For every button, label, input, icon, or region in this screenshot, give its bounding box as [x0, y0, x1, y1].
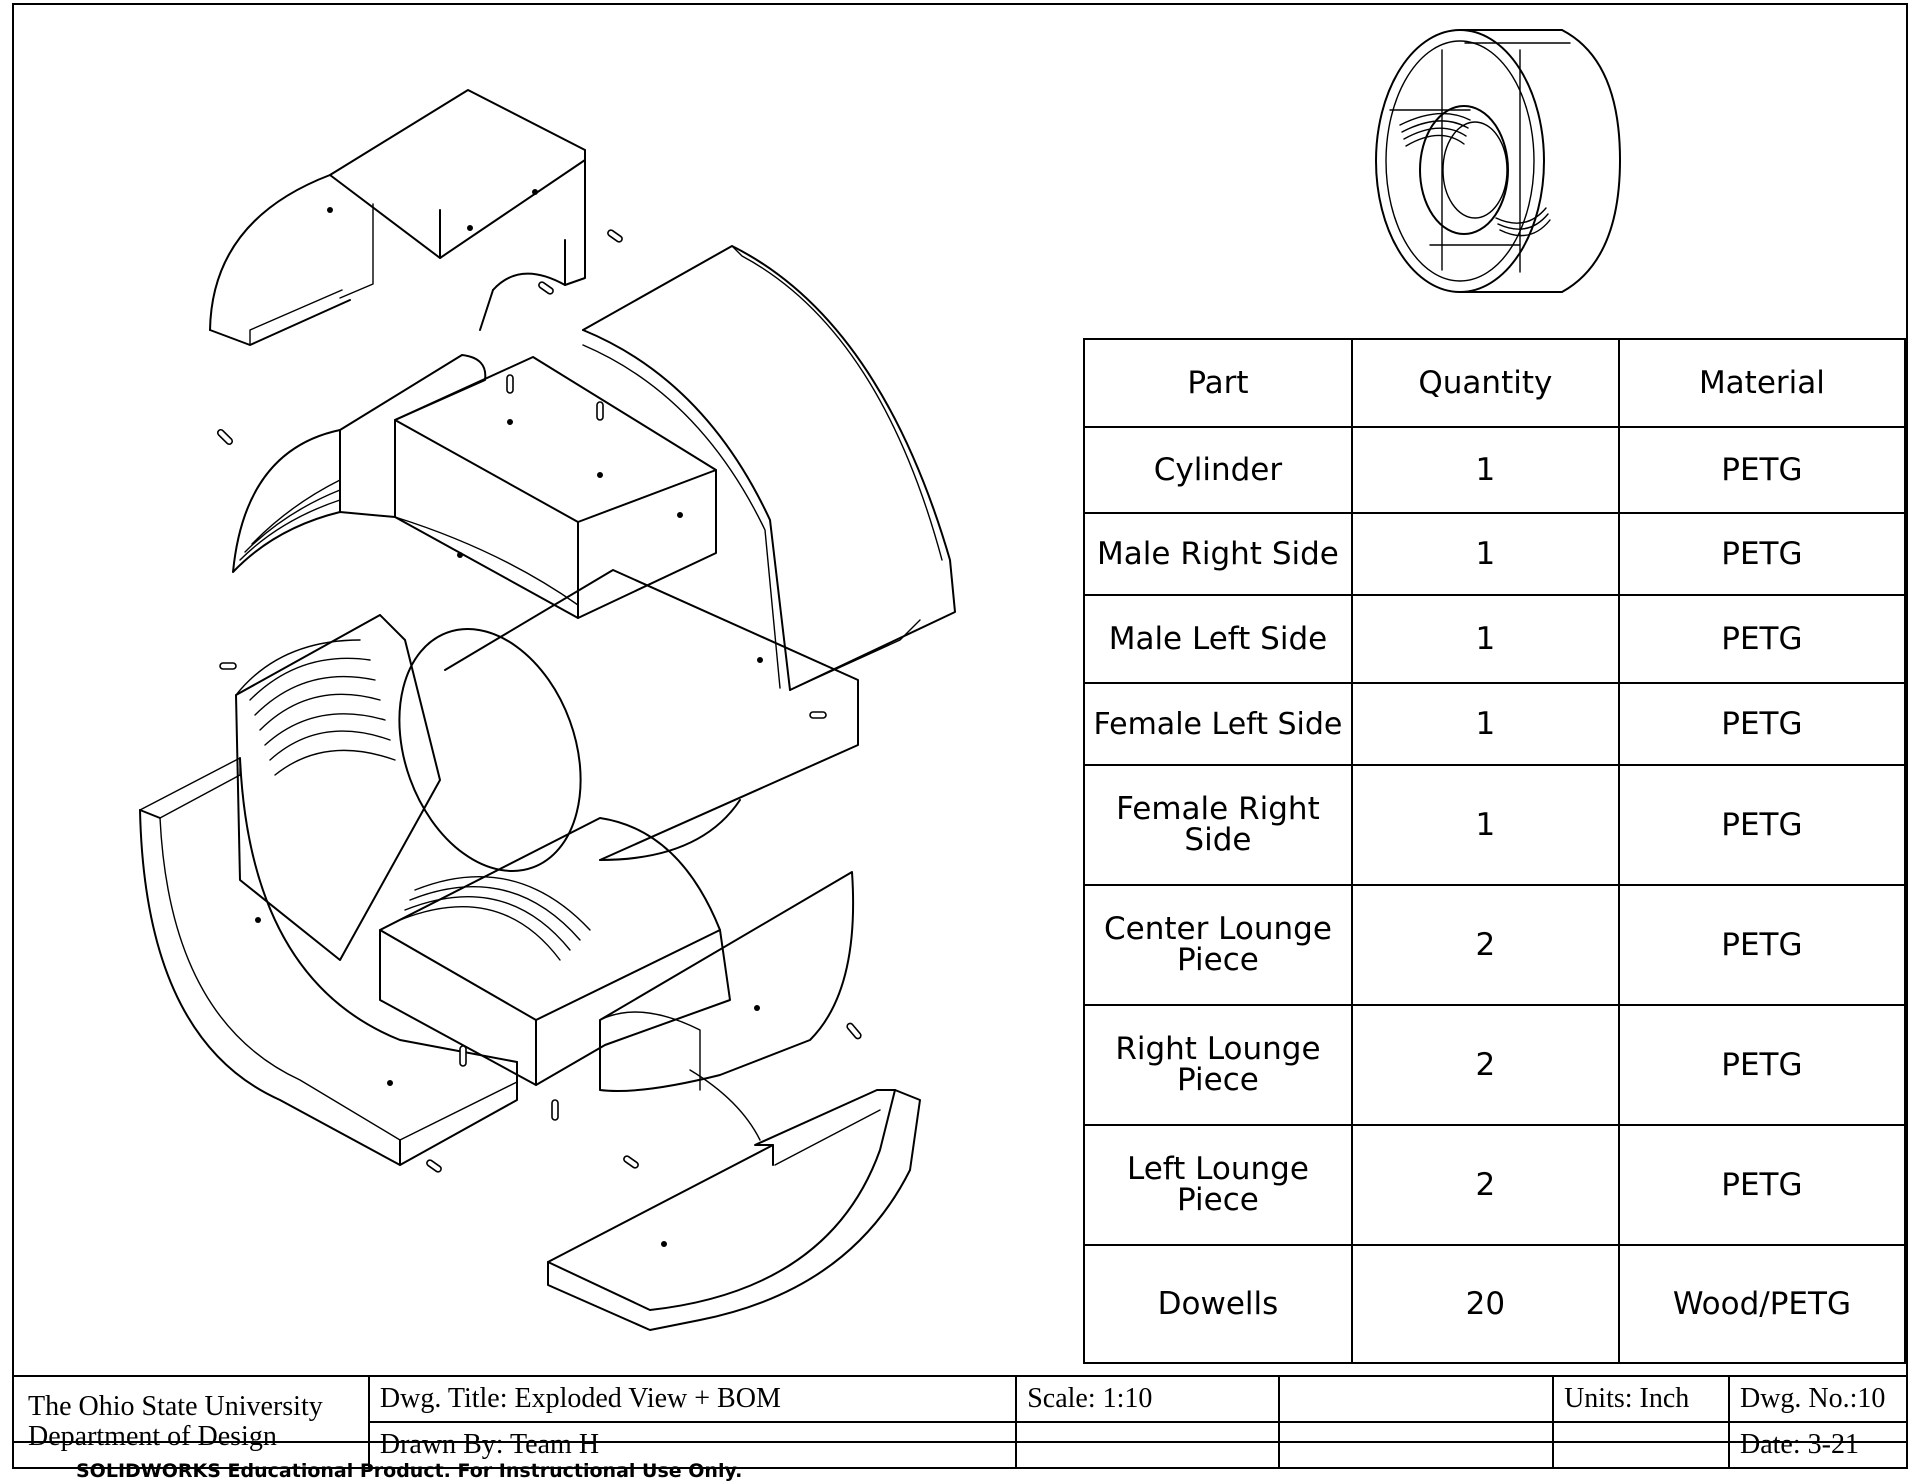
center-lounge-piece — [235, 614, 441, 961]
bom-row: Male Right Side 1 PETG — [1083, 512, 1907, 596]
bom-quantity: 1 — [1350, 594, 1620, 684]
left-side-large-piece — [139, 757, 518, 1166]
central-cylinder — [398, 552, 859, 873]
bom-material: PETG — [1617, 512, 1907, 596]
bom-material: PETG — [1617, 682, 1907, 766]
bom-part: Center Lounge Piece — [1083, 884, 1353, 1006]
bom-part: Male Left Side — [1083, 594, 1353, 684]
bom-row: Cylinder 1 PETG — [1083, 426, 1907, 514]
bom-quantity: 1 — [1350, 764, 1620, 886]
bom-part: Cylinder — [1083, 426, 1353, 514]
bom-header-part: Part — [1083, 338, 1353, 428]
bom-part: Right Lounge Piece — [1083, 1004, 1353, 1126]
bom-part: Female Left Side — [1083, 682, 1353, 766]
bom-table: Part Quantity Material Cylinder 1 PETG M… — [1083, 338, 1907, 1364]
bom-row: Male Left Side 1 PETG — [1083, 594, 1907, 684]
department-name: Department of Design — [28, 1421, 277, 1452]
bom-part: Left Lounge Piece — [1083, 1124, 1353, 1246]
title-block: The Ohio State University Department of … — [12, 1375, 1909, 1469]
drawing-date: Date: 3-21 — [1727, 1421, 1909, 1469]
bom-part: Male Right Side — [1083, 512, 1353, 596]
bom-quantity: 2 — [1350, 1004, 1620, 1126]
assembled-view — [1375, 29, 1621, 293]
title-block-empty-cell — [1015, 1421, 1280, 1469]
bom-row: Center Lounge Piece 2 PETG — [1083, 884, 1907, 1006]
university-name: The Ohio State University — [28, 1391, 323, 1422]
bom-material: PETG — [1617, 884, 1907, 1006]
bom-row: Female Left Side 1 PETG — [1083, 682, 1907, 766]
left-lounge-piece-upper — [232, 354, 487, 573]
bom-row: Right Lounge Piece 2 PETG — [1083, 1004, 1907, 1126]
bom-header-material: Material — [1617, 338, 1907, 428]
bom-material: PETG — [1617, 1004, 1907, 1126]
bom-material: Wood/PETG — [1617, 1244, 1907, 1364]
bom-material: PETG — [1617, 764, 1907, 886]
bom-quantity: 1 — [1350, 426, 1620, 514]
bom-part: Dowells — [1083, 1244, 1353, 1364]
dowel-pins — [216, 229, 862, 1173]
bom-quantity: 1 — [1350, 682, 1620, 766]
drawing-scale: Scale: 1:10 — [1015, 1375, 1280, 1423]
bom-header-quantity: Quantity — [1350, 338, 1620, 428]
educational-watermark: SOLIDWORKS Educational Product. For Inst… — [76, 1460, 743, 1482]
drawing-title: Dwg. Title: Exploded View + BOM — [367, 1375, 1018, 1423]
bom-row: Dowells 20 Wood/PETG — [1083, 1244, 1907, 1364]
female-lounge-piece — [599, 871, 855, 1092]
title-block-empty-cell — [1552, 1421, 1730, 1469]
bom-header-row: Part Quantity Material — [1083, 338, 1907, 428]
bottom-right-side-piece — [547, 1069, 921, 1331]
right-lounge-piece — [379, 817, 731, 1086]
bom-quantity: 2 — [1350, 1124, 1620, 1246]
title-block-empty-cell — [1277, 1375, 1555, 1423]
bom-row: Female Right Side 1 PETG — [1083, 764, 1907, 886]
bom-quantity: 20 — [1350, 1244, 1620, 1364]
bom-material: PETG — [1617, 426, 1907, 514]
bom-quantity: 2 — [1350, 884, 1620, 1006]
bom-material: PETG — [1617, 594, 1907, 684]
bom-row: Left Lounge Piece 2 PETG — [1083, 1124, 1907, 1246]
center-cube-piece — [394, 356, 717, 619]
drawn-by: Drawn By: Team H — [367, 1421, 1018, 1469]
bom-quantity: 1 — [1350, 512, 1620, 596]
bom-material: PETG — [1617, 1124, 1907, 1246]
drawing-units: Units: Inch — [1552, 1375, 1730, 1423]
upper-right-side-piece — [582, 245, 956, 691]
drawing-number: Dwg. No.:10 — [1727, 1375, 1909, 1423]
upper-left-side-piece — [209, 89, 586, 346]
title-block-institution: The Ohio State University Department of … — [12, 1375, 370, 1469]
bom-part: Female Right Side — [1083, 764, 1353, 886]
title-block-empty-cell — [1277, 1421, 1555, 1469]
